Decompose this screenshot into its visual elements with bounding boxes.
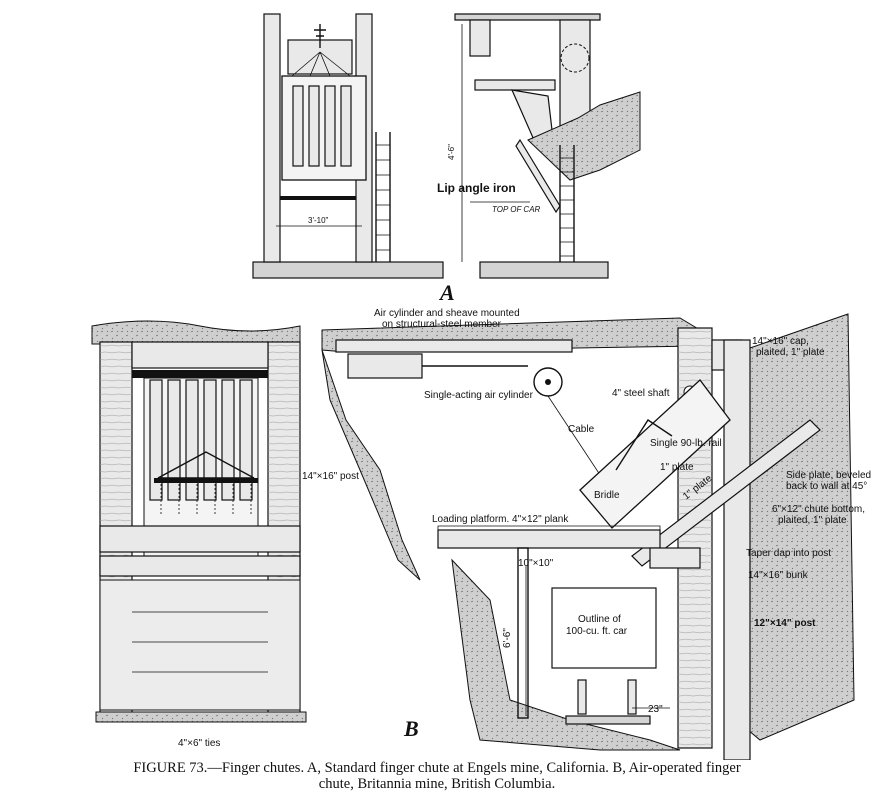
label-cap: 14"×16" cap, [752, 336, 809, 347]
label-cap-2: plaited, 1" plate [756, 347, 825, 358]
label-dim-23: 23" [648, 704, 663, 715]
steel-member-b [335, 339, 573, 353]
dim-height-a: 4'-6" [447, 144, 456, 160]
platform-a-side [474, 79, 556, 91]
front-view: 14"×16" post 4"×6" ties [91, 320, 359, 749]
dim-width-a: 3'-10" [308, 216, 329, 225]
bridle-chains-a [291, 51, 351, 77]
spreader-front [154, 478, 258, 483]
caption-line-2: chute, Britannia mine, British Columbia. [318, 776, 556, 792]
figure-b-label: B [403, 716, 419, 741]
lip-iron-a [515, 138, 561, 214]
rail-right-b [627, 679, 637, 715]
ladder-a-left [375, 132, 391, 262]
roof-front [91, 320, 301, 345]
loading-platform-b [437, 529, 661, 549]
chute-bottom-b [631, 419, 821, 567]
label-air-cylinder-sheave: Air cylinder and sheave mounted [374, 308, 520, 319]
air-cylinder-b [347, 353, 423, 379]
track-b [565, 715, 651, 725]
ladder-a-right [559, 145, 575, 262]
ground-strip-a-right [479, 261, 609, 279]
label-bridle: Bridle [594, 490, 620, 501]
rock-wall-a [527, 91, 641, 181]
figure-caption: FIGURE 73.—Finger chutes. A, Standard fi… [0, 760, 874, 792]
figure-a-side-section: 4'-6" Lip angle iron TOP OF CAR A [437, 13, 641, 305]
lip-angle-iron-label: Lip angle iron [437, 181, 516, 195]
label-air-cylinder-sheave-2: on structural-steel member [382, 319, 502, 330]
lintel-a [280, 196, 356, 200]
floor-rock-b [451, 558, 681, 751]
platform-post-b [517, 547, 529, 719]
sheave-block-a [469, 19, 491, 57]
ties-front [95, 711, 307, 723]
label-loading-platform: Loading platform. 4"×12" plank [432, 514, 569, 525]
post-label-front: 14"×16" post [302, 471, 359, 482]
post-left-a [263, 13, 281, 263]
label-chute-bottom: 6"×12" chute bottom, [772, 504, 865, 515]
label-outline-car-2: 100-cu. ft. car [566, 626, 628, 637]
label-dim-6-6: 6'-6" [502, 628, 513, 648]
left-rock-b [321, 349, 421, 581]
roof-a [454, 13, 601, 21]
label-cable: Cable [568, 424, 595, 435]
label-taper-dap: Taper dap into post [746, 548, 831, 559]
top-of-car-label: TOP OF CAR [492, 205, 541, 214]
figure-73-drawing: 3'-10" 4'-6" Lip angle iron TOP OF CAR A [91, 13, 871, 760]
sill-front [99, 525, 301, 553]
sheave-dashed-icon [560, 43, 590, 73]
car-outline-b [551, 587, 657, 669]
label-side-plate: Side plate, beveled [786, 470, 871, 481]
label-ten-by-ten: 10"×10" [518, 558, 554, 569]
bunk-b [649, 547, 701, 569]
label-side-plate-2: back to wall at 45° [786, 481, 867, 492]
caption-line-1: FIGURE 73.—Finger chutes. A, Standard fi… [133, 760, 741, 776]
rail-left-b [577, 679, 587, 715]
lagging-lines [132, 611, 268, 673]
ties-label-front: 4"×6" ties [178, 738, 220, 749]
finger-bars-front [149, 379, 253, 501]
ground-strip-a-left [252, 261, 444, 279]
label-one-inch-plate-a: 1" plate [660, 462, 694, 473]
figure-a-label: A [438, 280, 455, 305]
label-steel-shaft: 4" steel shaft [612, 388, 670, 399]
label-single-rail: Single 90-lb. rail [650, 438, 722, 449]
figure-b-section: Air cylinder and sheave mounted on struc… [321, 308, 871, 760]
label-chute-bottom-2: plaited, 1" plate [778, 515, 847, 526]
figure-a-front-elevation: 3'-10" [252, 13, 444, 279]
lagging-front [99, 579, 301, 711]
label-single-acting: Single-acting air cylinder [424, 390, 534, 401]
hoist-hook-icon [314, 24, 326, 48]
label-bunk: 14"×16" bunk [748, 570, 809, 581]
label-post-12x14: 12"×14" post [754, 618, 816, 629]
finger-bars-a [292, 85, 352, 167]
gate-plate-b [579, 379, 731, 529]
rail-b [615, 419, 673, 471]
right-rock-b [735, 313, 855, 741]
label-outline-car: Outline of [578, 614, 621, 625]
post-right-b [723, 339, 751, 760]
beam-front-1 [99, 555, 301, 577]
pipe-bar-front [132, 370, 268, 378]
cap-front [131, 341, 269, 369]
